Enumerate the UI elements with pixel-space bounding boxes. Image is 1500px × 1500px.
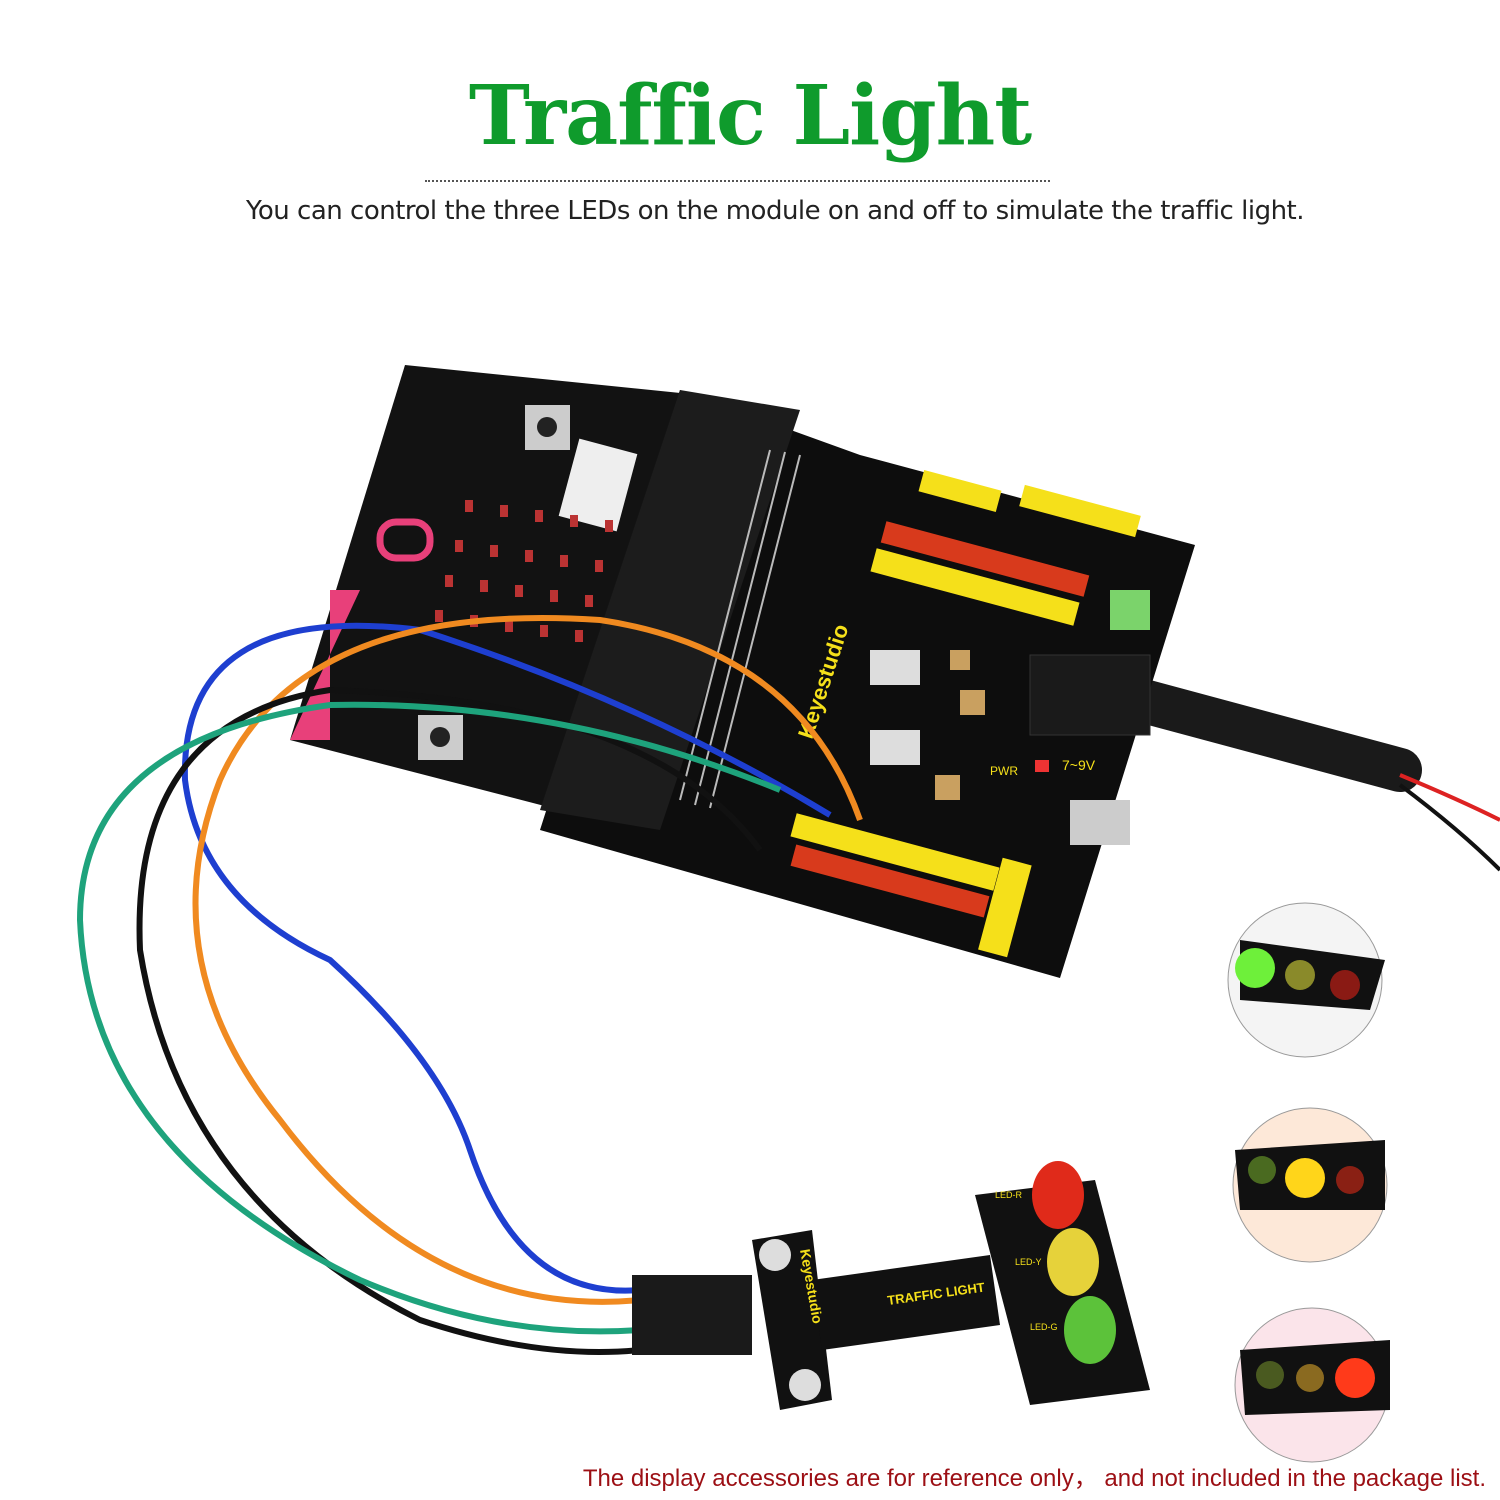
traffic-light-module: TRAFFIC LIGHT Keyestudio LED-R LED-Y LED… <box>632 1161 1150 1410</box>
power-label: 7~9V <box>1062 757 1096 773</box>
page-title: Traffic Light <box>468 68 1032 164</box>
led-y-label: LED-Y <box>1015 1257 1042 1267</box>
microbit-logo <box>376 518 434 562</box>
yellow-led <box>1047 1228 1099 1296</box>
led-g-label: LED-G <box>1030 1322 1058 1332</box>
page-subtitle: You can control the three LEDs on the mo… <box>245 196 1305 226</box>
pwr-label: PWR <box>990 764 1018 778</box>
red-led <box>1032 1161 1084 1229</box>
edge-connector <box>540 390 800 830</box>
green-led <box>1064 1296 1116 1364</box>
dc-jack <box>1029 654 1151 736</box>
jumper-wires <box>76 615 863 1355</box>
qr-label <box>558 438 638 532</box>
inset-green-on <box>1227 902 1385 1058</box>
wire-green <box>76 701 782 1335</box>
power-cable <box>1118 678 1500 872</box>
inset-yellow-on <box>1232 1107 1388 1263</box>
inset-red-on <box>1234 1307 1390 1463</box>
wire-blue <box>181 622 832 1294</box>
led-matrix <box>435 500 613 642</box>
led-r-label: LED-R <box>995 1190 1023 1200</box>
usb-port <box>1070 800 1130 845</box>
dotted-divider <box>425 180 1050 182</box>
disclaimer-text: The display accessories are for referenc… <box>582 1465 1486 1492</box>
wire-orange <box>192 615 863 1305</box>
yellow-headers <box>790 470 1141 958</box>
dupont-connector <box>632 1275 752 1355</box>
jumper <box>1110 590 1150 630</box>
expansion-shield: Keyestudio 7~9V PWR <box>540 390 1195 978</box>
red-headers <box>790 521 1090 918</box>
pwr-led <box>1035 760 1049 772</box>
